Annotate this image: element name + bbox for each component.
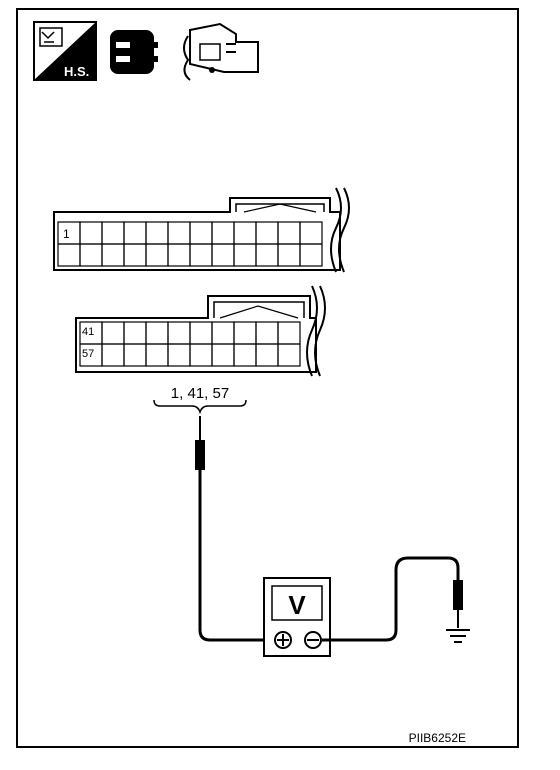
positive-probe [195,416,205,480]
connector-top: 1 [53,187,350,273]
ground-symbol-icon [446,629,470,643]
pin-cell [299,243,323,267]
hs-tool-icon: H.S. [33,21,97,81]
negative-probe [453,580,463,628]
pin-cell [277,343,301,367]
voltmeter: V [263,577,331,657]
pin-label-57: 57 [82,348,94,360]
probe-bracket [153,399,247,415]
hs-label: H.S. [64,64,89,79]
connector-top-pin-grid [57,221,323,267]
negative-lead-wire [322,556,460,642]
pin-label-41: 41 [82,326,94,338]
meter-display: V [288,590,306,620]
diagram-frame [16,8,519,748]
figure-code: PIIB6252E [409,731,466,745]
connector-bottom: 41 57 [75,285,326,377]
connector-bottom-pin-grid [79,321,301,367]
probe-terminal-label: 1, 41, 57 [171,385,229,402]
positive-lead-wire [198,480,266,642]
pin-label-1: 1 [63,227,70,241]
ecm-unit-icon [183,22,259,81]
connector-icon [110,30,158,74]
